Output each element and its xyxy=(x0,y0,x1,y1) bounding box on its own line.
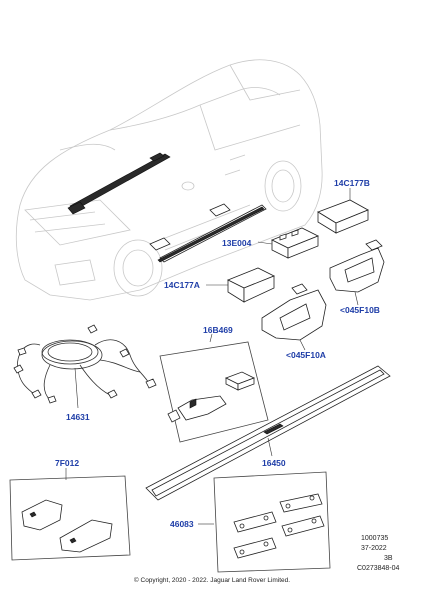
reference-line-2: 37-2022 xyxy=(361,545,387,552)
bracket-045f10a[interactable] xyxy=(261,283,327,351)
label-045f10b[interactable]: <045F10B xyxy=(340,305,380,315)
bracket-045f10b[interactable] xyxy=(329,239,385,306)
reference-line-1: 1000735 xyxy=(361,535,388,542)
module-14c177a[interactable] xyxy=(206,267,275,303)
label-14c177a[interactable]: 14C177A xyxy=(164,280,200,290)
vehicle-outline xyxy=(15,59,323,301)
kit-box-16b469[interactable] xyxy=(159,333,269,443)
module-13e004[interactable] xyxy=(257,227,319,259)
label-46083[interactable]: 46083 xyxy=(170,519,194,529)
label-14c177b[interactable]: 14C177B xyxy=(334,178,370,188)
kit-box-7f012[interactable] xyxy=(9,468,131,561)
step-on-side xyxy=(149,203,267,263)
label-14631[interactable]: 14631 xyxy=(66,412,90,422)
label-7f012[interactable]: 7F012 xyxy=(55,458,79,468)
step-on-roof xyxy=(67,152,171,215)
side-step-16450[interactable] xyxy=(145,365,391,501)
label-16450[interactable]: 16450 xyxy=(262,458,286,468)
module-14c177b[interactable] xyxy=(317,188,369,234)
label-13e004[interactable]: 13E004 xyxy=(222,238,252,248)
reference-line-4: C0273848-04 xyxy=(357,565,400,572)
wiring-harness-14631[interactable] xyxy=(13,324,157,409)
reference-block: 1000735 37-2022 3B C0273848-04 xyxy=(357,535,400,572)
copyright-notice: © Copyright, 2020 - 2022. Jaguar Land Ro… xyxy=(134,576,290,584)
label-045f10a[interactable]: <045F10A xyxy=(286,350,326,360)
reference-line-3: 3B xyxy=(384,555,393,562)
label-16b469[interactable]: 16B469 xyxy=(203,325,233,335)
kit-box-46083[interactable] xyxy=(198,471,331,573)
